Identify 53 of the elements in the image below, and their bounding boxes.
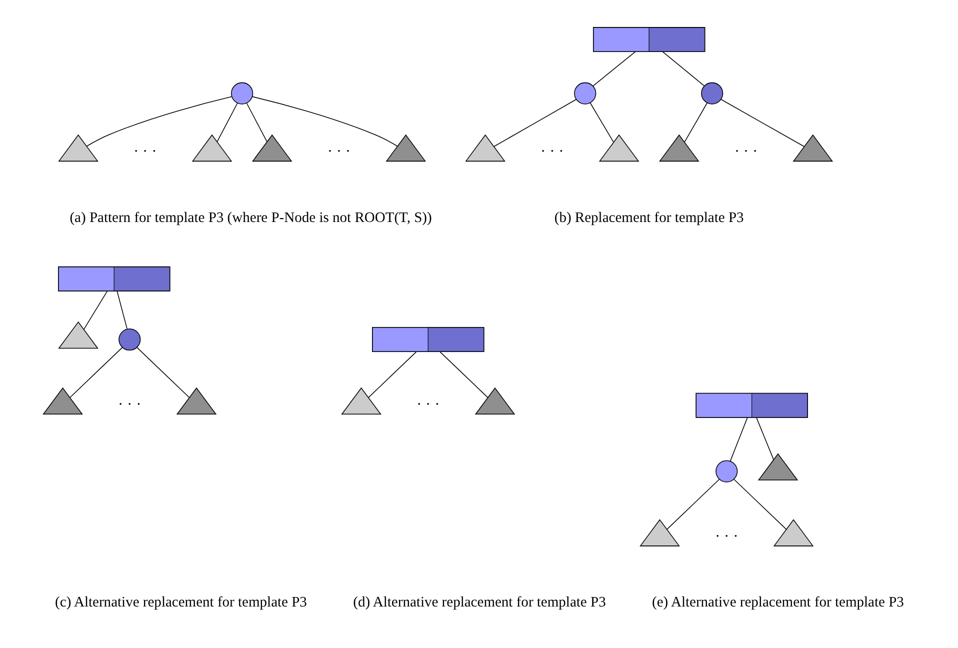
node-triangle xyxy=(474,387,515,415)
connector xyxy=(733,478,786,530)
label: · · · xyxy=(714,528,738,545)
connector xyxy=(136,347,190,398)
node-triangle xyxy=(757,453,798,480)
node-triangle xyxy=(42,387,82,415)
node-triangle xyxy=(340,387,381,415)
node-triangle xyxy=(792,134,833,162)
node-circle xyxy=(230,82,253,104)
node-triangle xyxy=(251,134,292,162)
node-triangle xyxy=(658,134,699,162)
label: · · · xyxy=(326,143,350,160)
connector xyxy=(86,96,232,147)
node-triangle xyxy=(464,134,505,162)
label: · · · xyxy=(133,143,156,160)
connector xyxy=(439,352,488,398)
label: · · · xyxy=(734,143,758,160)
connector xyxy=(246,102,267,142)
label: (a) Pattern for template P3 (where P-Node is not ROOT(T, S)) xyxy=(69,210,432,226)
node-circle xyxy=(715,460,738,482)
connector xyxy=(216,102,238,142)
node-circle xyxy=(118,328,140,351)
node-triangle xyxy=(598,134,639,162)
label: (c) Alternative replacement for template P3 xyxy=(54,594,306,611)
node-triangle xyxy=(772,519,814,546)
connector xyxy=(69,347,122,398)
connector xyxy=(252,96,398,147)
node-circle xyxy=(700,82,723,104)
label: · · · xyxy=(540,143,564,160)
connector xyxy=(83,290,108,330)
connector xyxy=(662,51,704,86)
label: · · · xyxy=(118,396,141,414)
label: · · · xyxy=(416,396,440,414)
connector xyxy=(666,478,720,530)
node-triangle xyxy=(176,387,216,415)
node-triangle xyxy=(58,321,98,349)
connector xyxy=(684,102,707,142)
connector xyxy=(729,417,748,462)
node-triangle xyxy=(58,134,98,162)
label: (d) Alternative replacement for template P3 xyxy=(352,594,606,611)
connector xyxy=(592,51,636,86)
node-triangle xyxy=(639,519,680,546)
node-triangle xyxy=(385,134,426,162)
connector xyxy=(493,99,576,147)
label: (e) Alternative replacement for template P3 xyxy=(652,594,904,611)
connector xyxy=(756,417,774,460)
connector xyxy=(589,102,614,142)
node-circle xyxy=(574,82,596,104)
connector xyxy=(116,290,127,330)
label: (b) Replacement for template P3 xyxy=(554,210,744,226)
connector xyxy=(368,352,416,398)
connector xyxy=(720,99,804,147)
node-triangle xyxy=(191,134,232,162)
